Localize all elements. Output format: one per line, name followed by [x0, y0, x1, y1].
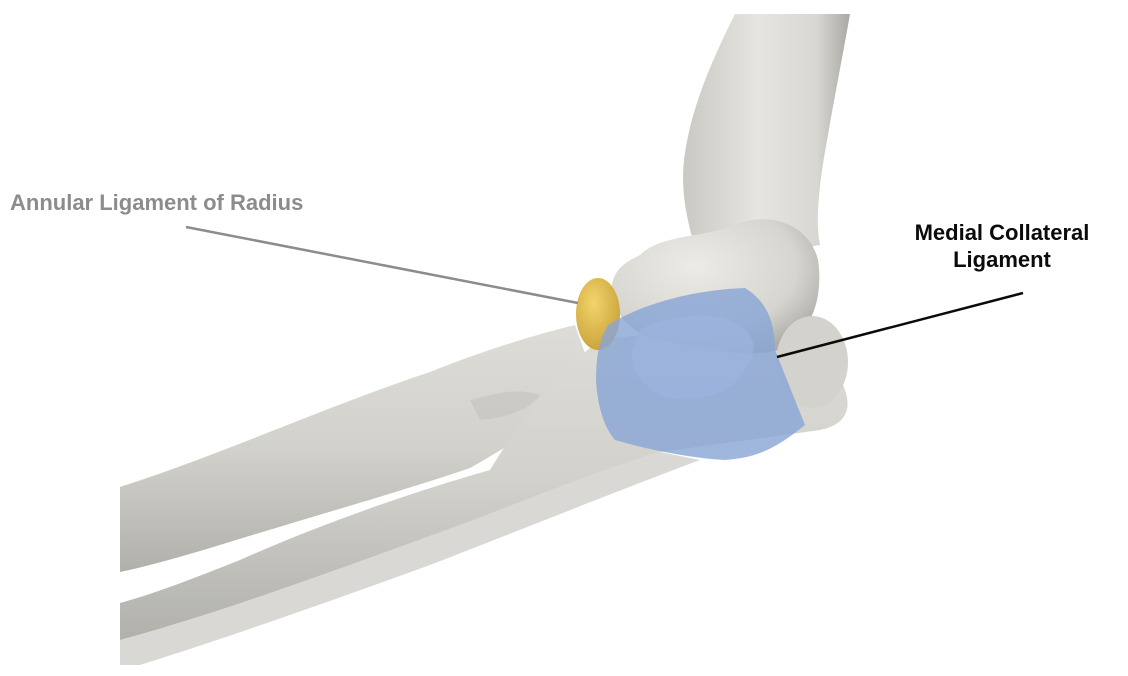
annular-ligament-label: Annular Ligament of Radius [10, 189, 303, 216]
mcl-label-line2: Ligament [882, 246, 1122, 273]
annular-leader-line [186, 227, 578, 303]
medial-collateral-ligament-label: Medial Collateral Ligament [882, 219, 1122, 273]
mcl-label-line1: Medial Collateral [882, 219, 1122, 246]
